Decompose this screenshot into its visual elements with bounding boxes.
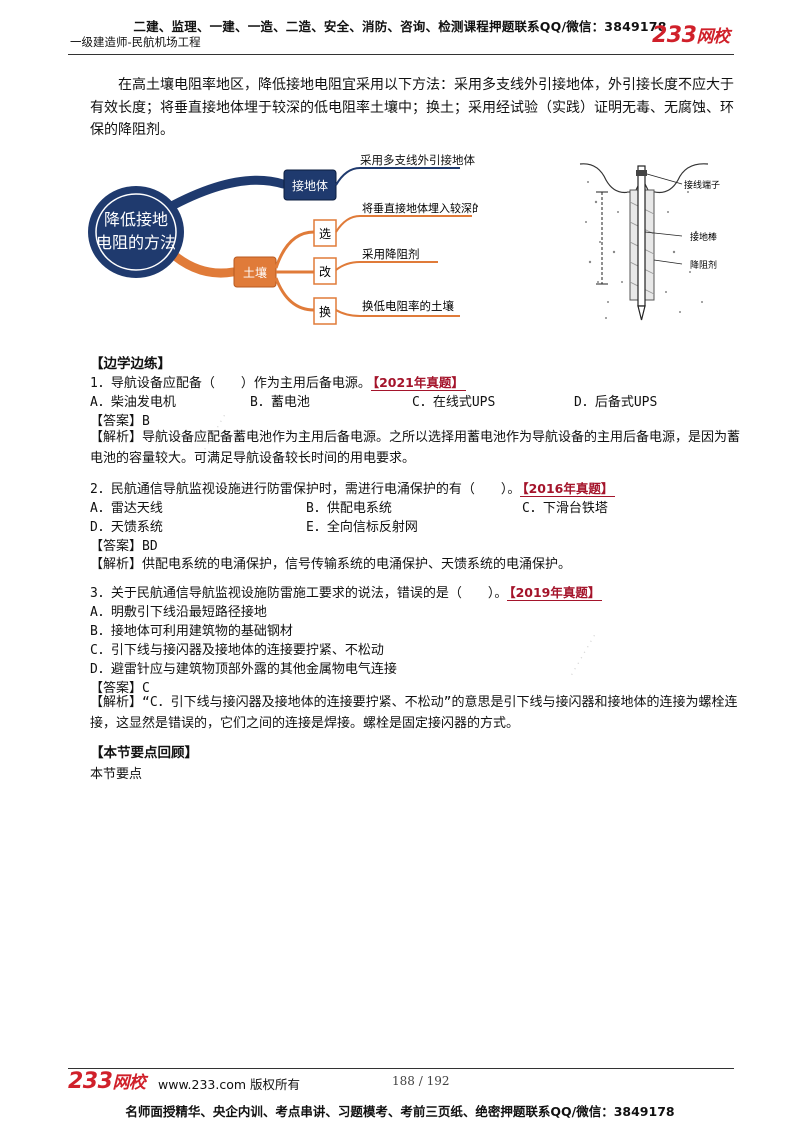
mind-map-svg: 降低接地 电阻的方法 接地体 采用多支线外引接地体 土壤 选 改 换 将垂直接地… (88, 153, 549, 325)
intro-paragraph: 在高土壤电阻率地区，降低接地电阻宜采用以下方法：采用多支线外引接地体，外引接长度… (90, 74, 740, 142)
center-ring (95, 193, 177, 271)
q1-tag: 【2021年真题】 (370, 375, 466, 391)
node-soil-label: 土壤 (243, 265, 267, 280)
q1-opt-c: C．在线式UPS (412, 395, 496, 410)
q2-opt-a: A．雷达天线 (90, 501, 163, 516)
leaf-ground-text: 采用多支线外引接地体 (360, 153, 475, 167)
terminal-block (636, 170, 647, 176)
q3-opt-d: D．避雷针应与建筑物顶部外露的其他金属物电气连接 (90, 662, 397, 677)
page-number: 188 / 192 (392, 1074, 450, 1088)
ground-rod-svg: 接线端子 接地棒 降阻剂 (579, 163, 720, 321)
q1-opt-a: A．柴油发电机 (90, 395, 176, 410)
header-promo-line: 二建、监理、一建、一造、二造、安全、消防、咨询、检测课程押题联系QQ/微信：38… (133, 19, 667, 34)
footer-site: www.233.com 版权所有 (158, 1077, 300, 1092)
sub-modify-box (313, 257, 337, 285)
q2-tag: 【2016年真题】 (520, 481, 616, 497)
q3-stem-line: 3．关于民航通信导航监视设施防雷施工要求的说法，错误的是（ ）。【2019年真题… (90, 582, 603, 601)
label-terminal: 接线端子 (684, 179, 720, 191)
center-node (88, 186, 184, 278)
q3-answer: 【答案】C (90, 681, 150, 696)
header-rule (68, 54, 734, 55)
q2-opt-b: B．供配电系统 (306, 501, 392, 516)
logo-text: 网校 (696, 27, 730, 47)
review-body: 本节要点 (90, 767, 143, 782)
footer-logo-text: 网校 (112, 1073, 146, 1093)
label-agent: 降阻剂 (690, 259, 717, 271)
header-logo: 233网校 (652, 22, 730, 48)
rod-tip (637, 305, 646, 321)
leaf-modify-text: 采用降阻剂 (362, 247, 420, 261)
leaf-replace-line (335, 309, 460, 317)
q3-opt-a: A．明敷引下线沿最短路径接地 (90, 605, 267, 620)
sub-replace-label: 换 (319, 305, 331, 319)
sub-select-box (313, 219, 337, 247)
q1-analysis: 【解析】导航设备应配备蓄电池作为主用后备电源。之所以选择用蓄电池作为导航设备的主… (90, 430, 741, 466)
q2-opt-c: C．下滑台铁塔 (522, 501, 608, 516)
practice-title: 【边学边练】 (90, 356, 171, 372)
sub-select-branch (274, 230, 315, 269)
q2-stem-line: 2．民航通信导航监视设施进行防雷保护时，需进行电涌保护的有（ ）。【2016年真… (90, 478, 616, 497)
q3-opt-c: C．引下线与接闪器及接地体的连接要拧紧、不松动 (90, 643, 384, 658)
review-title: 【本节要点回顾】 (90, 745, 198, 761)
q2-answer: 【答案】BD (90, 539, 158, 554)
q1-opt-b: B．蓄电池 (250, 395, 310, 410)
leaf-select-text: 将垂直接地体埋入较深的低电阻率土壤 (362, 201, 478, 215)
sub-select-label: 选 (319, 227, 331, 241)
center-label-1: 降低接地 (104, 210, 168, 229)
leaf-replace-text: 换低电阻率的土壤 (362, 299, 454, 313)
watermark: · · · · · · · · (567, 632, 601, 679)
label-rod: 接地棒 (690, 231, 717, 243)
logo-number: 233 (652, 23, 697, 48)
leaf-select-line (335, 215, 472, 233)
header-subtitle: 一级建造师-民航机场工程 (70, 35, 201, 49)
q2-analysis: 【解析】供配电系统的电涌保护，信号传输系统的电涌保护、天馈系统的电涌保护。 (90, 557, 572, 572)
footer-rule (68, 1068, 734, 1069)
ground-rod-diagram: 接线端子 接地棒 降阻剂 (578, 152, 748, 331)
q3-tag: 【2019年真题】 (507, 585, 603, 601)
q2-stem: 2．民航通信导航监视设施进行防雷保护时，需进行电涌保护的有（ ）。 (90, 482, 521, 497)
q3-analysis: 【解析】“C．引下线与接闪器及接地体的连接要拧紧、不松动”的意思是引下线与接闪器… (90, 695, 738, 731)
leaf-ground-line (335, 167, 460, 186)
sub-modify-label: 改 (319, 265, 331, 279)
node-ground-label: 接地体 (292, 178, 328, 193)
intro-text: 在高土壤电阻率地区，降低接地电阻宜采用以下方法：采用多支线外引接地体，外引接长度… (90, 77, 734, 138)
q3-opt-b: B．接地体可利用建筑物的基础钢材 (90, 624, 293, 639)
mind-map: 降低接地 电阻的方法 接地体 采用多支线外引接地体 土壤 选 改 换 将垂直接地… (88, 150, 549, 334)
q1-stem: 1．导航设备应配备（ ）作为主用后备电源。 (90, 376, 371, 391)
q2-opt-e: E．全向信标反射网 (306, 520, 418, 535)
branch-ground (163, 175, 288, 213)
sub-replace-branch (274, 277, 315, 312)
leaf-modify-line (335, 261, 438, 271)
footer-logo-number: 233 (68, 1069, 113, 1094)
q2-opt-d: D．天馈系统 (90, 520, 163, 535)
q1-stem-line: 1．导航设备应配备（ ）作为主用后备电源。【2021年真题】 (90, 372, 466, 391)
q1-opt-d: D．后备式UPS (574, 395, 658, 410)
q3-stem: 3．关于民航通信导航监视设施防雷施工要求的说法，错误的是（ ）。 (90, 586, 508, 601)
footer-promo-line: 名师面授精华、央企内训、考点串讲、习题模考、考前三页纸、绝密押题联系QQ/微信：… (125, 1104, 675, 1119)
ground-rod (637, 165, 646, 307)
center-label-2: 电阻的方法 (96, 233, 176, 252)
footer-logo: 233网校 (68, 1068, 146, 1094)
q1-answer: 【答案】B (90, 414, 150, 429)
soil-texture (585, 181, 703, 319)
